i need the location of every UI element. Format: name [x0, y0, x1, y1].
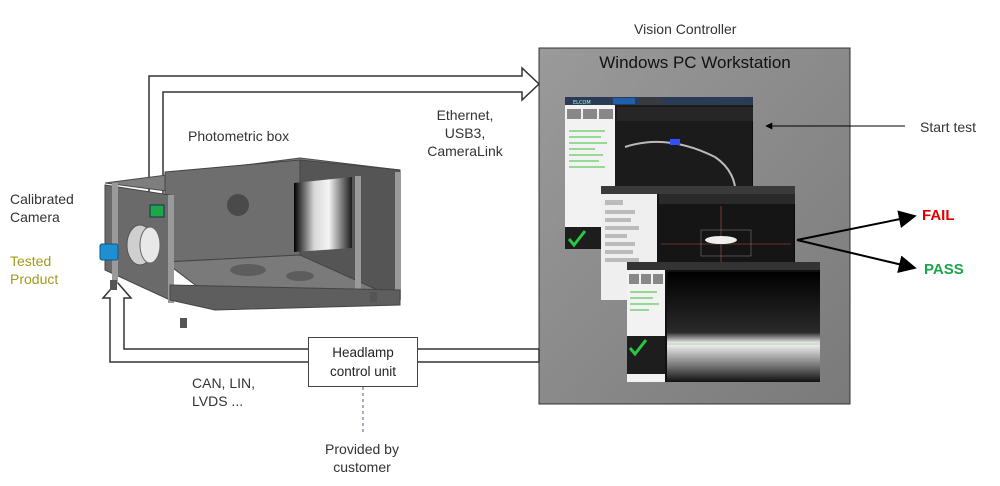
headlamp-line-2: control unit — [329, 364, 397, 379]
provided-by-line-1: Provided by — [325, 441, 399, 457]
fail-label: FAIL — [922, 207, 955, 224]
provided-by-line-2: customer — [333, 459, 391, 475]
ethernet-label: Ethernet, USB3, CameraLink — [420, 106, 510, 160]
photometric-box-drawing — [99, 157, 401, 328]
can-lin-label: CAN, LIN, LVDS ... — [192, 374, 255, 410]
can-lin-line-2: LVDS ... — [192, 393, 244, 409]
provided-by-label: Provided by customer — [312, 440, 412, 476]
tested-product-line-2: Product — [10, 271, 59, 287]
vision-controller-label: Vision Controller — [634, 21, 737, 37]
start-test-label: Start test — [920, 119, 977, 135]
check-icon — [567, 230, 587, 248]
pass-arrow — [796, 239, 917, 274]
calibrated-camera-line-1: Calibrated — [10, 191, 74, 207]
workstation-title: Windows PC Workstation — [599, 53, 791, 72]
camera-icon — [149, 204, 165, 218]
ethernet-line-1: Ethernet, — [436, 107, 494, 123]
calibrated-camera-label: Calibrated Camera — [10, 190, 74, 226]
app-screenshot-beam — [627, 262, 820, 382]
calibrated-camera-line-2: Camera — [10, 209, 60, 225]
headlamp-control-unit-box: Headlamp control unit — [308, 337, 418, 387]
ethernet-line-2: USB3, — [444, 125, 486, 141]
tested-product-label: Tested Product — [10, 252, 58, 288]
fail-arrow — [796, 210, 917, 241]
tested-product-icon — [99, 243, 119, 261]
app-brand: ELCOM — [573, 100, 591, 106]
tested-product-line-1: Tested — [10, 253, 52, 269]
headlamp-line-1: Headlamp — [332, 345, 394, 360]
ethernet-line-3: CameraLink — [427, 143, 503, 159]
pass-label: PASS — [924, 261, 964, 278]
data-link-arrow — [148, 66, 541, 209]
photometric-box-label: Photometric box — [188, 128, 290, 144]
can-lin-line-1: CAN, LIN, — [192, 375, 256, 391]
